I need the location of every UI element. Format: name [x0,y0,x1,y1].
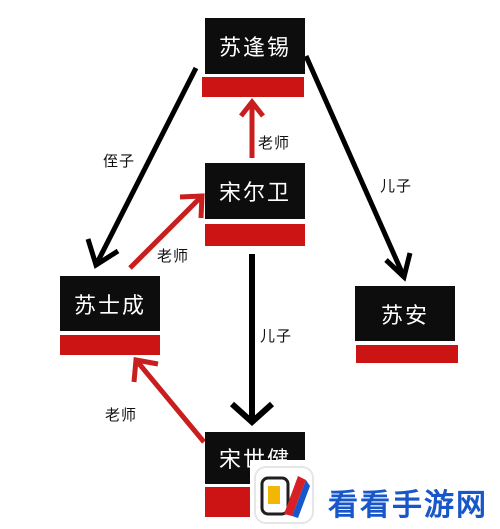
watermark-logo-icon [254,466,314,524]
node-song-erwei-subtitle [205,224,305,246]
node-su-shicheng-subtitle [60,335,160,355]
arrow-erwei-to-fengxi [239,97,265,158]
edge-label-erwei-to-shijian: 儿子 [260,327,293,345]
watermark-text: 看看手游网 [328,488,488,523]
node-su-fengxi: 苏逢锡 [205,18,305,74]
node-su-fengxi-label: 苏逢锡 [218,36,291,61]
arrow-fengxi-to-shicheng [85,66,199,269]
arrow-shicheng-to-erwei [128,193,205,270]
node-su-an: 苏安 [355,286,455,341]
edge-label-fengxi-to-an: 儿子 [380,177,413,195]
node-song-erwei: 宋尔卫 [205,163,305,219]
edge-label-erwei-to-fengxi: 老师 [258,134,291,152]
arrow-erwei-to-shijian [229,254,275,427]
edge-label-shijian-to-shicheng: 老师 [105,406,138,424]
node-su-an-label: 苏安 [380,303,429,329]
edge-label-fengxi-to-shicheng: 侄子 [103,152,136,170]
node-su-shicheng-label: 苏士成 [73,293,146,319]
arrow-shijian-to-shicheng [131,357,206,444]
edge-label-shicheng-to-erwei: 老师 [157,247,190,265]
node-su-an-subtitle [356,345,458,363]
node-su-shicheng: 苏士成 [60,276,160,331]
watermark: 看看手游网 [250,460,500,529]
arrow-fengxi-to-an [303,54,413,282]
node-song-erwei-label: 宋尔卫 [218,181,291,206]
node-su-fengxi-subtitle [202,77,304,97]
